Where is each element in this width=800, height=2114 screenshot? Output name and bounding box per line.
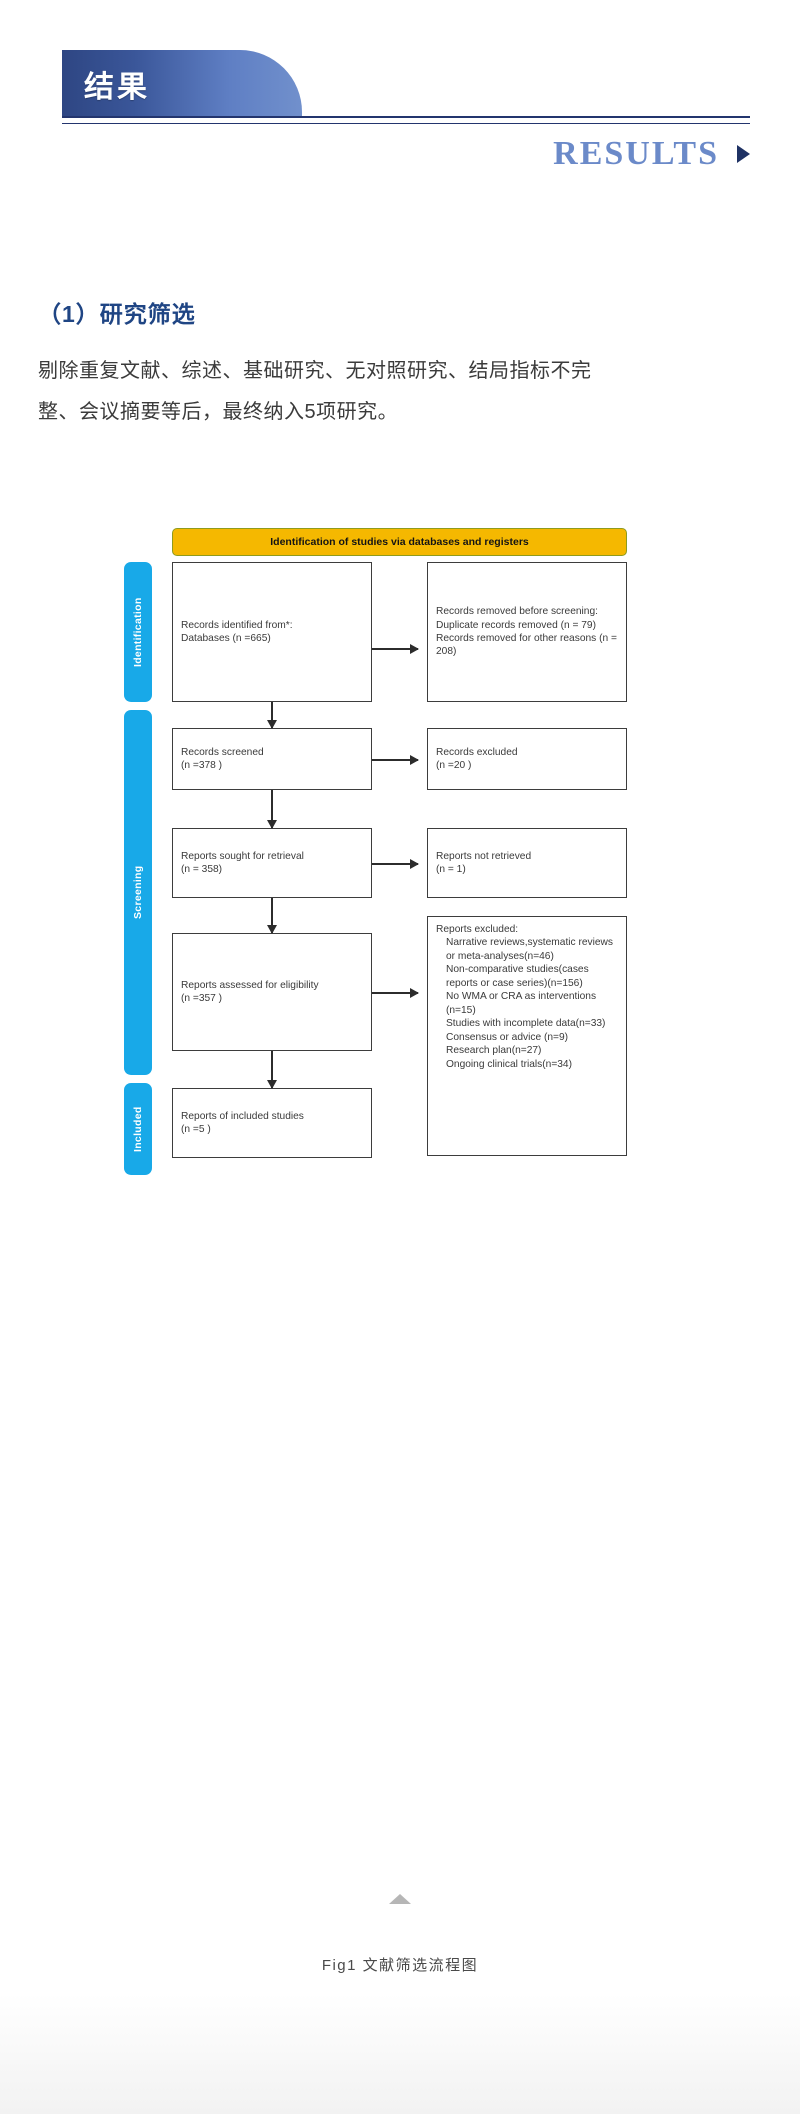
arrow-screened-to-excluded (372, 755, 419, 764)
page-footer: Fig1 文献筛选流程图 (0, 1846, 800, 2114)
arrow-assessed-to-included (267, 1051, 276, 1089)
reports-excluded-item: No WMA or CRA as interventions (n=15) (446, 991, 597, 1016)
results-label: RESULTS (553, 135, 719, 172)
band-identification-label: Identification (132, 597, 144, 667)
triangle-right-icon (737, 145, 750, 163)
node-reports-not-retrieved: Reports not retrieved (n = 1) (427, 828, 627, 898)
band-screening: Screening (124, 710, 152, 1075)
figure-caption: Fig1 文献筛选流程图 (321, 1957, 479, 1974)
arrow-assessed-to-excluded (372, 988, 419, 997)
node-records-removed: Records removed before screening: Duplic… (427, 562, 627, 702)
node-records-excluded: Records excluded (n =20 ) (427, 728, 627, 790)
arrow-identified-to-screened (267, 702, 276, 729)
arrow-sought-to-notretrieved (372, 859, 419, 868)
reports-excluded-heading: Reports excluded: (436, 924, 519, 935)
results-heading: RESULTS (553, 135, 750, 173)
subsection-title: （1）研究筛选 (38, 301, 196, 327)
banner-title: 结果 (84, 70, 150, 104)
node-records-screened: Records screened (n =378 ) (172, 728, 372, 790)
reports-excluded-item: Consensus or advice (n=9) (446, 1031, 569, 1043)
band-screening-label: Screening (132, 865, 144, 920)
page-header: 结果 RESULTS (0, 0, 800, 175)
caret-up-icon[interactable] (389, 1894, 411, 1904)
arrow-screened-to-sought (267, 790, 276, 829)
reports-excluded-item: Ongoing clinical trials(n=34) (446, 1058, 572, 1070)
band-included: Included (124, 1083, 152, 1175)
node-reports-assessed: Reports assessed for eligibility (n =357… (172, 933, 372, 1051)
reports-excluded-item: Research plan(n=27) (446, 1045, 542, 1057)
section-banner: 结果 (62, 50, 302, 117)
reports-excluded-item: Studies with incomplete data(n=33) (446, 1018, 606, 1030)
reports-excluded-item: Narrative reviews,systematic reviews or … (446, 937, 613, 962)
diagram-title-bar: Identification of studies via databases … (172, 528, 627, 556)
node-reports-excluded-list: Reports excluded: Narrative reviews,syst… (427, 916, 627, 1156)
node-reports-sought: Reports sought for retrieval (n = 358) (172, 828, 372, 898)
arrow-sought-to-assessed (267, 898, 276, 934)
header-rule-bottom (62, 123, 750, 124)
reports-excluded-item: Non-comparative studies(cases reports or… (446, 964, 589, 989)
body-paragraph: 剔除重复文献、综述、基础研究、无对照研究、结局指标不完整、会议摘要等后，最终纳入… (38, 360, 592, 423)
header-rule-top (62, 116, 750, 118)
arrow-identified-to-removed (372, 644, 419, 653)
band-included-label: Included (132, 1106, 144, 1152)
node-records-identified: Records identified from*: Databases (n =… (172, 562, 372, 702)
node-reports-included: Reports of included studies (n =5 ) (172, 1088, 372, 1158)
prisma-flow-diagram: Identification of studies via databases … (120, 528, 680, 1228)
band-identification: Identification (124, 562, 152, 702)
